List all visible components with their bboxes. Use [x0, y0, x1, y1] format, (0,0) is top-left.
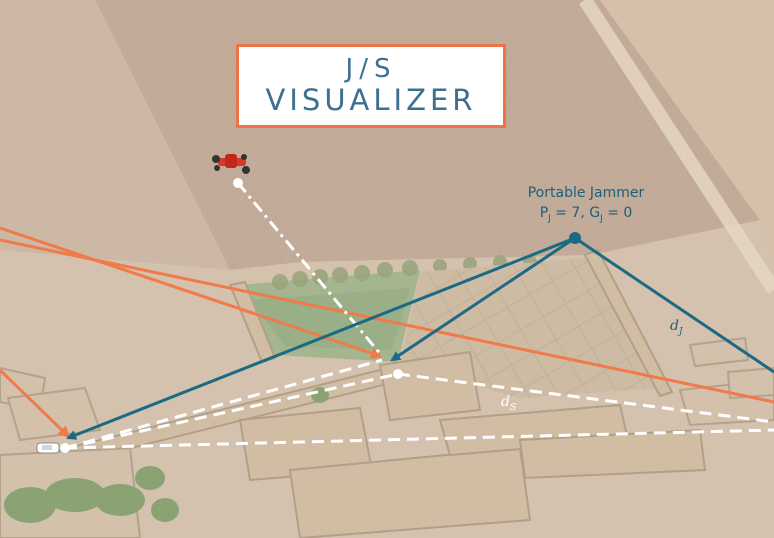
- title-line-2: VISUALIZER: [265, 83, 477, 118]
- jammer-label: Portable Jammer PJ = 7, GJ = 0: [508, 183, 664, 229]
- power-subscript: J: [548, 213, 551, 224]
- title-box: J/S VISUALIZER: [236, 44, 506, 128]
- jammer-params: PJ = 7, GJ = 0: [508, 203, 664, 229]
- signal-line-middle: [0, 238, 774, 404]
- drone-icon: [212, 154, 250, 174]
- receiver-node: [393, 369, 403, 379]
- gain-symbol: G: [589, 205, 601, 221]
- vegetation: [4, 387, 329, 523]
- distance-jammer-label: dJ: [670, 318, 683, 337]
- power-symbol: P: [539, 205, 549, 221]
- jammer-lines: [66, 236, 774, 440]
- title-line-1: J/S: [345, 54, 397, 85]
- field-left: [0, 0, 230, 270]
- ds-symbol: d: [501, 394, 510, 410]
- jammer-name: Portable Jammer: [527, 185, 645, 201]
- dj-symbol: d: [670, 318, 679, 334]
- vehicle-node: [60, 443, 70, 453]
- gain-value: = 0: [607, 205, 633, 221]
- power-value: = 7,: [555, 205, 585, 221]
- drone-node: [233, 178, 243, 188]
- signal-line-upper: [0, 226, 383, 359]
- dj-subscript: J: [678, 326, 683, 337]
- distance-signal-label: dS: [501, 394, 516, 413]
- gain-subscript: J: [600, 213, 603, 224]
- signal-line-left: [0, 368, 71, 439]
- field-right: [600, 0, 774, 260]
- ds-subscript: S: [509, 402, 517, 413]
- signal-paths: [64, 358, 774, 450]
- jammer-node-icon: [569, 232, 581, 244]
- road: [579, 0, 774, 294]
- car-icon: [36, 442, 60, 454]
- compound: [57, 248, 707, 538]
